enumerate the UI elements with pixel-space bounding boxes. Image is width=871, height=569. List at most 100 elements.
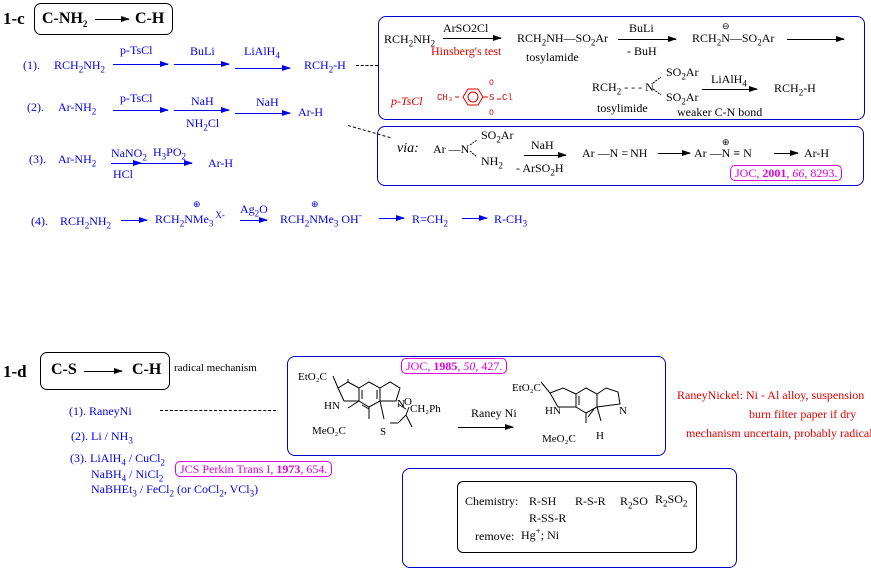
sulfonyl-bottom: SO2Ar bbox=[666, 90, 699, 107]
svg-text:S: S bbox=[380, 426, 386, 438]
byproduct-buh: - BuH bbox=[627, 44, 657, 58]
reagent-h3po2: H3PO2 bbox=[153, 145, 187, 162]
route-product: Ar-H bbox=[208, 156, 234, 170]
ptscl-structure: CH₃ S O O Cl bbox=[437, 79, 513, 118]
plus-charge: ⊕ bbox=[722, 137, 730, 147]
method-1: (1). RaneyNi bbox=[69, 404, 132, 418]
reference-joc-2001: JOC, 2001, 66, 8293. bbox=[730, 165, 843, 181]
reaction-arrow bbox=[121, 217, 148, 223]
reaction-arrow bbox=[138, 160, 193, 166]
title-from: C-NH2 bbox=[42, 10, 88, 30]
reaction-arrow bbox=[774, 150, 799, 156]
method-3b: NaBH4 / NiCl2 bbox=[91, 467, 164, 484]
chemistry-box: Chemistry: R-SH R-S-R R2SO R2SO2 R-SS-R … bbox=[457, 481, 697, 553]
thiol: R-SH bbox=[529, 494, 557, 508]
section-d-title-box: C-S C-H bbox=[40, 352, 170, 390]
title-to: C-H bbox=[132, 361, 162, 378]
route-number: (2). bbox=[27, 100, 44, 114]
connector-dash bbox=[356, 65, 378, 66]
via-reagent-nah: NaH bbox=[531, 138, 554, 152]
hinsberg-test-label: Hinsberg's test bbox=[431, 44, 502, 58]
sulfone: R2SO2 bbox=[655, 492, 688, 509]
method-3c: NaBHEt3 / FeCl2 (or CoCl2, VCl3) bbox=[91, 482, 259, 499]
reaction-arrow bbox=[113, 61, 169, 67]
reaction-arrow bbox=[443, 35, 502, 41]
quaternary-salt: RCH2NMe3X- bbox=[155, 210, 225, 229]
via-diazonium: Ar —N ≡ N bbox=[694, 146, 752, 160]
section-c-label: 1-c bbox=[3, 9, 25, 28]
via-step1: Ar —N bbox=[433, 142, 470, 156]
tosylimide-label: tosylimide bbox=[597, 101, 648, 115]
reaction-arrow bbox=[379, 215, 405, 221]
remove-label: remove: bbox=[475, 529, 515, 543]
title-arrow bbox=[95, 16, 130, 22]
svg-text:O: O bbox=[489, 79, 494, 88]
raney-note-line-3: mechanism uncertain, probably radical bbox=[686, 426, 871, 440]
section-d-label: 1-d bbox=[3, 362, 27, 381]
raney-note-line-1: RaneyNickel: Ni - Al alloy, suspension bbox=[677, 388, 865, 402]
route-number: (4). bbox=[31, 214, 48, 228]
reaction-arrow bbox=[524, 152, 567, 158]
sulfur-chemistry-panel: Chemistry: R-SH R-S-R R2SO R2SO2 R-SS-R … bbox=[402, 468, 737, 568]
svg-text:MeO₂C: MeO₂C bbox=[542, 433, 576, 445]
plus-charge: ⊕ bbox=[193, 199, 201, 209]
reaction-arrow bbox=[111, 160, 142, 166]
svg-text:O: O bbox=[489, 109, 494, 118]
raney-example-panel: JOC, 1985, 50, 427. bbox=[287, 356, 666, 456]
amide-anion: RCH2N—SO2Ar bbox=[692, 31, 775, 48]
reagent-nh2cl: NH2Cl bbox=[186, 116, 220, 133]
chemistry-label: Chemistry: bbox=[465, 494, 519, 508]
hydrazide-bonds bbox=[469, 139, 478, 158]
reagent-lialh4: LiAlH4 bbox=[711, 72, 747, 89]
via-step2: Ar —N = NH bbox=[582, 146, 648, 160]
reagent-arso2cl: ArSO2Cl bbox=[443, 21, 489, 35]
imide-bonds bbox=[652, 76, 662, 96]
connector-dash bbox=[160, 410, 276, 411]
svg-text:N: N bbox=[619, 405, 627, 417]
reaction-arrow bbox=[240, 217, 268, 223]
alkene: R=CH2 bbox=[412, 212, 448, 229]
tosylimide-formula: RCH2 - - - N bbox=[592, 80, 654, 97]
reaction-arrow bbox=[458, 424, 514, 430]
method-2: (2). Li / NH3 bbox=[71, 429, 133, 446]
reaction-arrow bbox=[658, 150, 691, 156]
raney-note-line-2: burn filter paper if dry bbox=[749, 407, 857, 421]
section-c-title-box: C-NH2 C-H bbox=[34, 3, 173, 35]
reaction-arrow bbox=[174, 61, 230, 67]
plus-charge: ⊕ bbox=[311, 199, 319, 209]
tosylamide-label: tosylamide bbox=[526, 50, 579, 64]
reagent-nah: NaH bbox=[256, 95, 279, 109]
svg-text:N: N bbox=[397, 398, 405, 410]
svg-text:EtO₂C: EtO₂C bbox=[512, 382, 541, 394]
route-start: Ar-NH2 bbox=[58, 100, 97, 117]
reagent-nano2: NaNO2 bbox=[111, 146, 147, 163]
reaction-arrow bbox=[235, 110, 291, 116]
method-3a: (3). LiAlH4 / CuCl2 bbox=[70, 451, 166, 468]
reaction-arrow bbox=[235, 65, 291, 71]
route-product: R-CH3 bbox=[494, 212, 528, 229]
svg-text:S: S bbox=[489, 93, 494, 103]
disulfide: R-SS-R bbox=[529, 511, 567, 525]
svg-text:EtO₂C: EtO₂C bbox=[298, 371, 327, 383]
svg-text:HN: HN bbox=[324, 400, 340, 412]
svg-text:Cl: Cl bbox=[502, 93, 513, 103]
mechanism-product: RCH2-H bbox=[774, 81, 816, 98]
reaction-arrow bbox=[113, 107, 169, 113]
reaction-arrow bbox=[787, 36, 845, 42]
svg-text:MeO₂C: MeO₂C bbox=[312, 425, 346, 437]
reagent-nah: NaH bbox=[191, 94, 214, 108]
svg-text:CH₃: CH₃ bbox=[437, 93, 453, 103]
reagent-lialh4: LiAlH4 bbox=[244, 44, 280, 61]
radical-mechanism-note: radical mechanism bbox=[174, 362, 257, 374]
remove-value: Hg+; Ni bbox=[521, 526, 560, 542]
reaction-arrow bbox=[174, 107, 230, 113]
svg-text:O: O bbox=[404, 396, 412, 408]
via-mechanism-panel: via: Ar —N SO2Ar NH2 NaH - ArSO2H Ar —N … bbox=[377, 126, 864, 186]
sulfide: R-S-R bbox=[575, 494, 606, 508]
reaction-arrow bbox=[618, 36, 677, 42]
reference-jcs-1973: JCS Perkin Trans I, 1973, 654. bbox=[175, 461, 333, 477]
title-to: C-H bbox=[135, 10, 165, 27]
route-product: RCH2-H bbox=[304, 58, 346, 75]
svg-text:CH₂Ph: CH₂Ph bbox=[410, 403, 441, 415]
weaker-bond-note: weaker C-N bond bbox=[677, 105, 763, 119]
